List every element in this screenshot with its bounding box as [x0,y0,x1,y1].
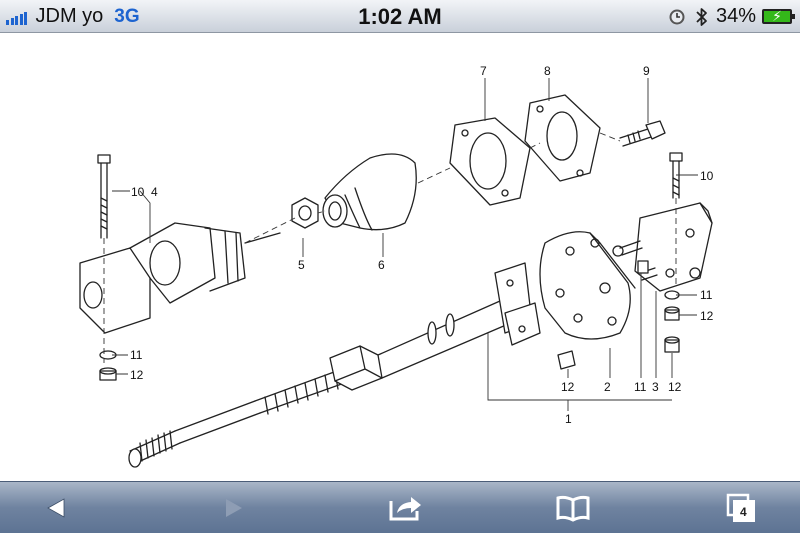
callout-12-bottom-right: 12 [668,380,682,394]
callout-5: 5 [298,258,305,272]
status-right: 34% ⚡ [668,0,795,33]
callout-12-right: 12 [700,309,714,323]
washer-nut-left [99,350,117,381]
browser-toolbar: 4 [0,481,800,533]
rubber-boot [322,153,417,231]
upper-coupling-flange [612,202,713,292]
alarm-icon [669,9,685,24]
steering-column-diagram: 7 8 9 10 4 10 5 6 11 12 11 12 12 2 11 3 … [0,33,800,481]
bolt-part-10-left [97,154,111,239]
battery-percent: 34% [715,5,756,27]
tabs-button[interactable]: 4 [711,482,771,534]
status-left: JDM yo 3G [6,0,140,33]
callout-labels: 7 8 9 10 4 10 5 6 11 12 11 12 12 2 11 3 … [130,64,714,426]
callout-1: 1 [565,412,572,426]
bearing-plate [449,117,531,206]
carrier-name: JDM yo [35,5,104,27]
tabs-icon: 4 [726,493,755,522]
forward-button[interactable] [204,482,264,534]
status-time: 1:02 AM [358,4,442,29]
steering-shaft [128,262,541,468]
universal-joint [79,222,281,334]
share-icon [389,497,421,521]
tab-count: 4 [740,505,747,519]
callout-3: 3 [652,380,659,394]
back-button[interactable] [26,482,86,534]
share-button[interactable] [376,482,436,534]
callout-11-right: 11 [700,288,713,302]
callout-9: 9 [643,64,650,78]
callout-11-left: 11 [130,348,143,362]
exploded-parts-drawing: 7 8 9 10 4 10 5 6 11 12 11 12 12 2 11 3 … [79,64,714,468]
callout-12-bottom: 12 [561,380,575,394]
washer-nut-right [557,260,680,370]
leader-lines [103,78,698,411]
back-arrow-icon [47,498,65,518]
battery-charging-icon: ⚡ [762,8,795,24]
callout-6: 6 [378,258,385,272]
bluetooth-icon [696,7,707,26]
network-type: 3G [114,5,140,27]
gasket [524,94,601,182]
bookmarks-icon [556,495,590,522]
nut-part-5 [291,197,319,229]
bolt-part-9 [619,120,666,147]
callout-8: 8 [544,64,551,78]
callout-11-bottom: 11 [634,380,647,394]
callout-10-left: 10 [131,185,145,199]
status-bar: JDM yo 3G 1:02 AM 34% ⚡ [0,0,800,33]
signal-icon [6,9,29,25]
bookmarks-button[interactable] [543,482,603,534]
callout-7: 7 [480,64,487,78]
bolt-part-10-right [669,152,683,199]
callout-10-right: 10 [700,169,714,183]
flex-coupling-disc [539,231,636,340]
forward-arrow-icon [226,499,242,517]
callout-2: 2 [604,380,611,394]
callout-4: 4 [151,185,158,199]
callout-12-left: 12 [130,368,144,382]
